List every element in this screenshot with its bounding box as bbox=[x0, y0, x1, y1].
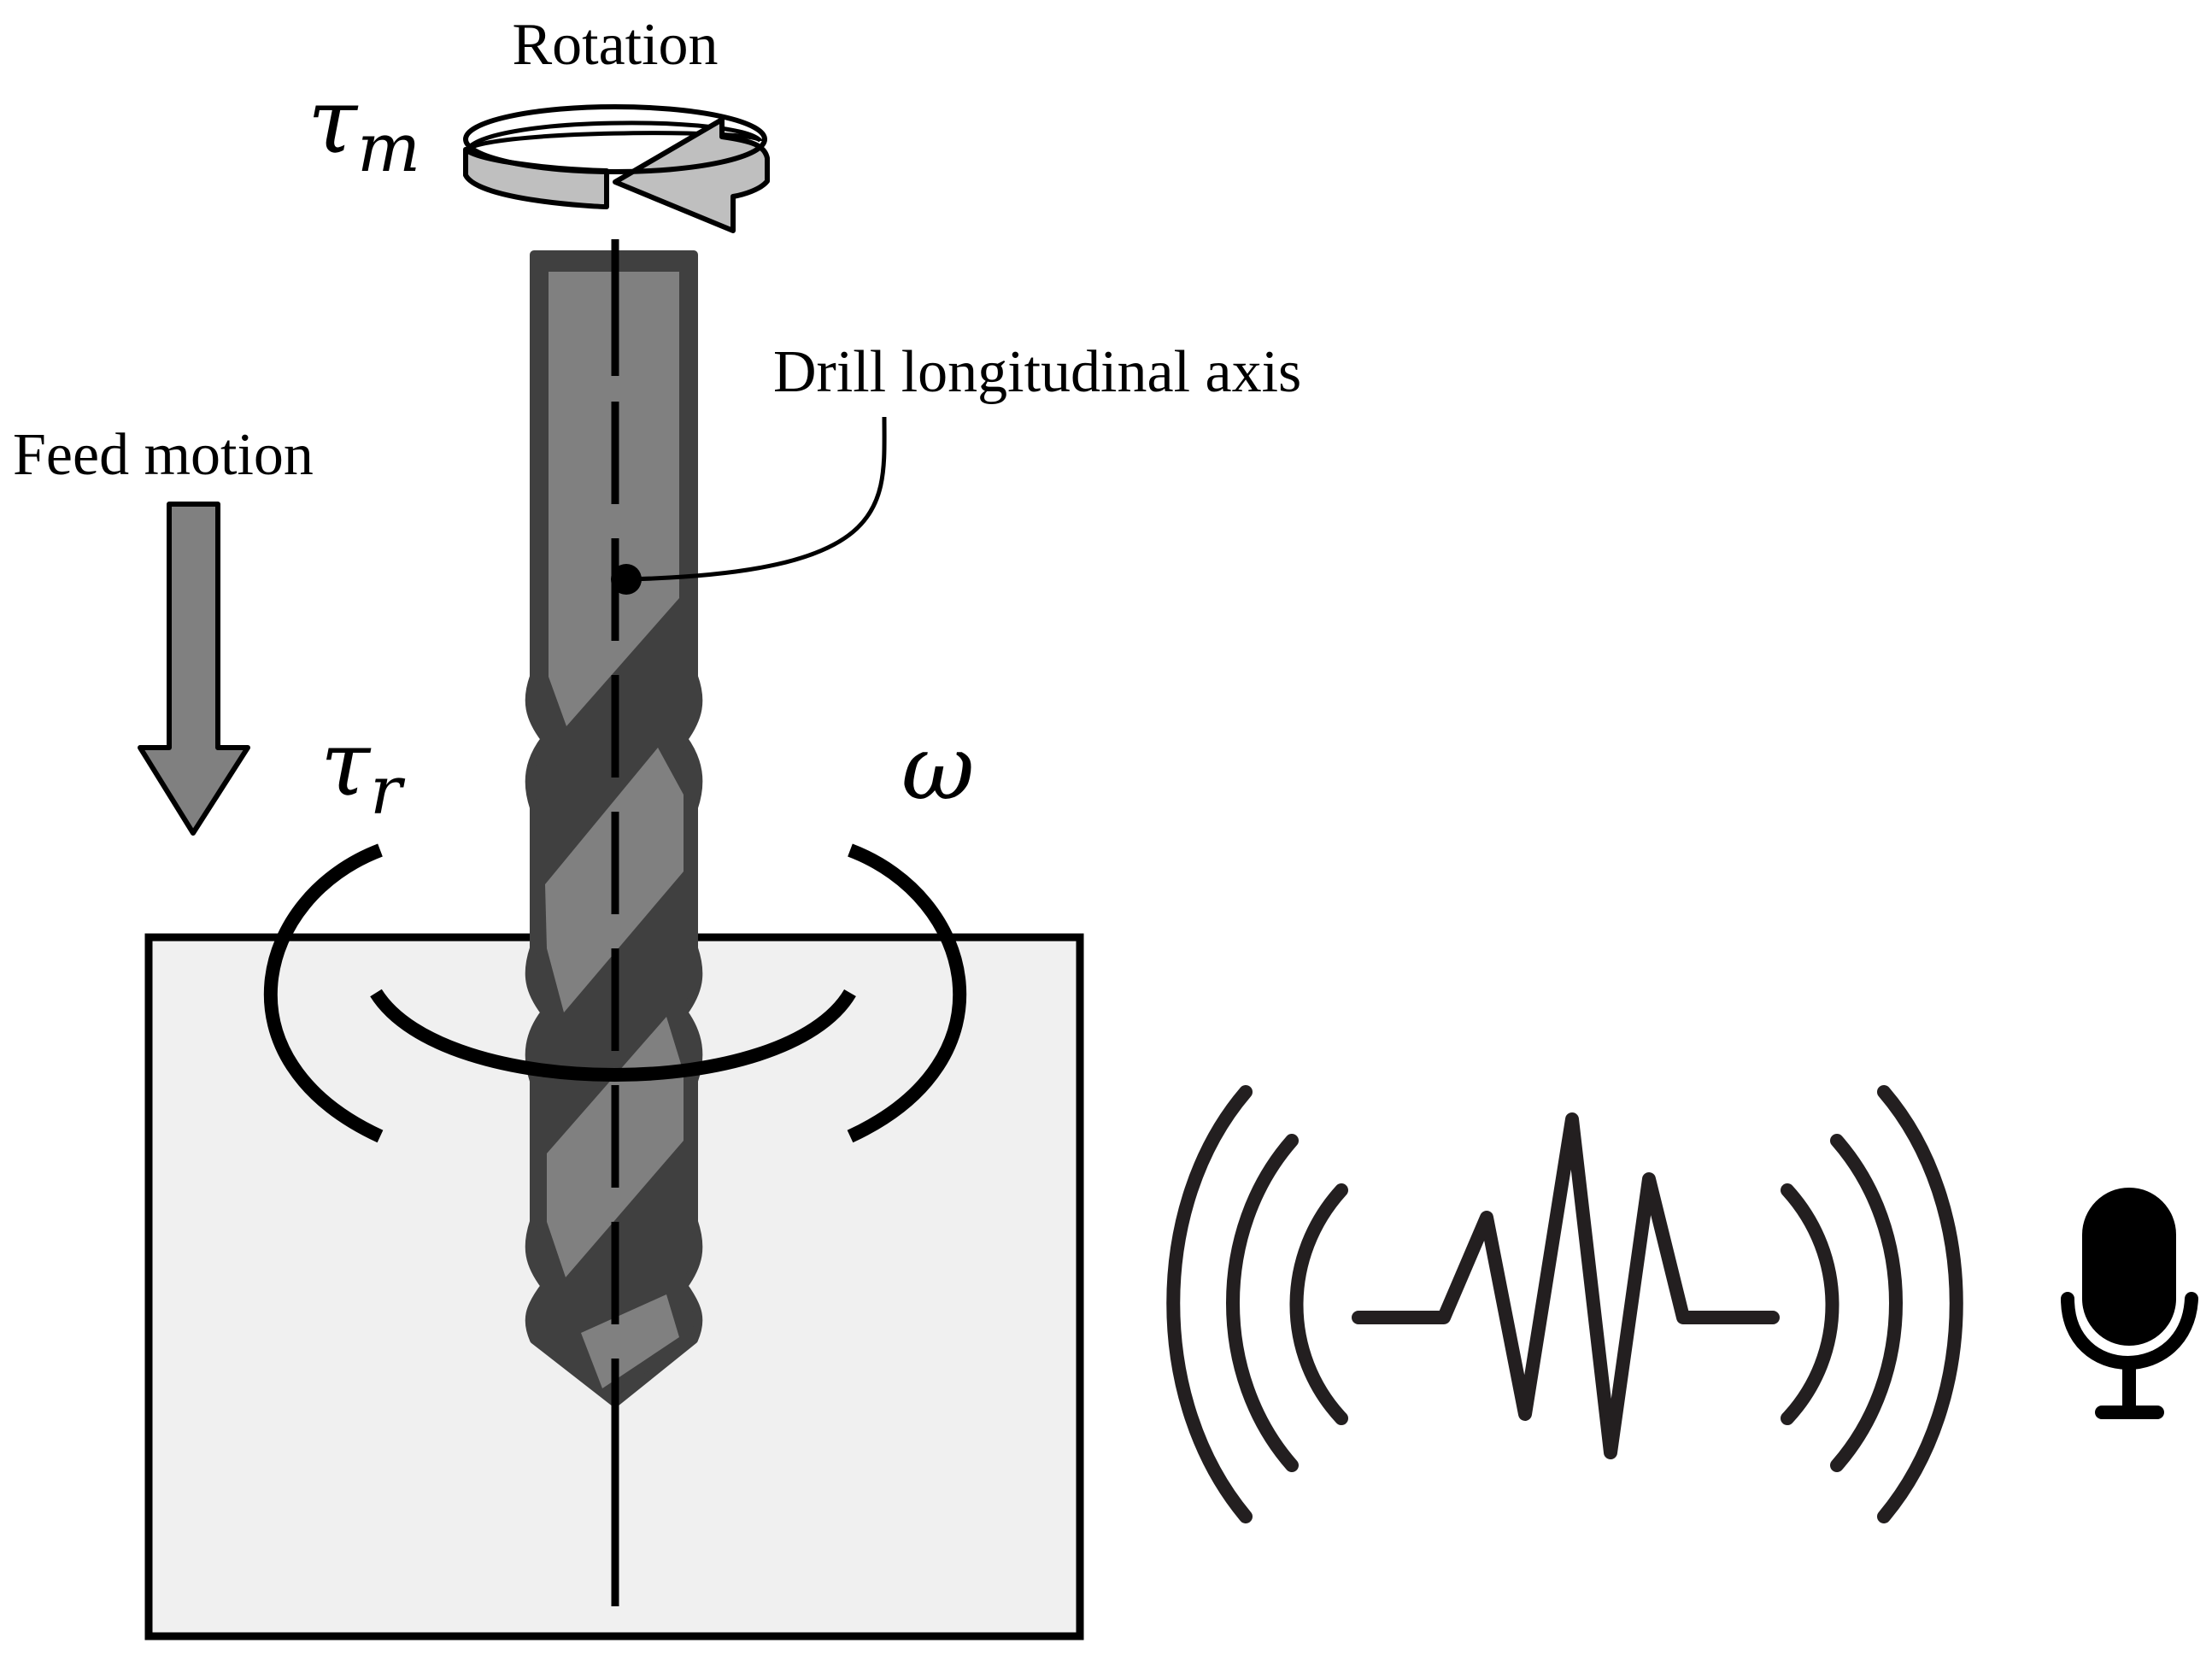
tau-m-symbol: τ bbox=[308, 69, 359, 173]
rotation-arrow-icon bbox=[463, 104, 770, 233]
microphone-icon bbox=[2061, 1188, 2198, 1419]
feed-arrow-icon bbox=[138, 502, 250, 836]
sound-wave-icon bbox=[1166, 1085, 1963, 1523]
axis-callout-line bbox=[627, 416, 887, 582]
feed-motion-label: Feed motion bbox=[13, 422, 314, 488]
rotation-label: Rotation bbox=[512, 12, 718, 78]
torque-arcs bbox=[263, 843, 967, 1143]
tau-r-label: τr bbox=[320, 712, 406, 830]
tau-r-symbol: τ bbox=[320, 712, 372, 816]
drill-axis-label: Drill longitudinal axis bbox=[773, 339, 1301, 405]
axis-callout-dot bbox=[611, 564, 642, 595]
tau-m-subscript: m bbox=[357, 110, 420, 187]
omega-label: ω bbox=[901, 716, 975, 820]
tau-r-subscript: r bbox=[370, 753, 406, 830]
tau-m-label: τm bbox=[308, 69, 420, 187]
